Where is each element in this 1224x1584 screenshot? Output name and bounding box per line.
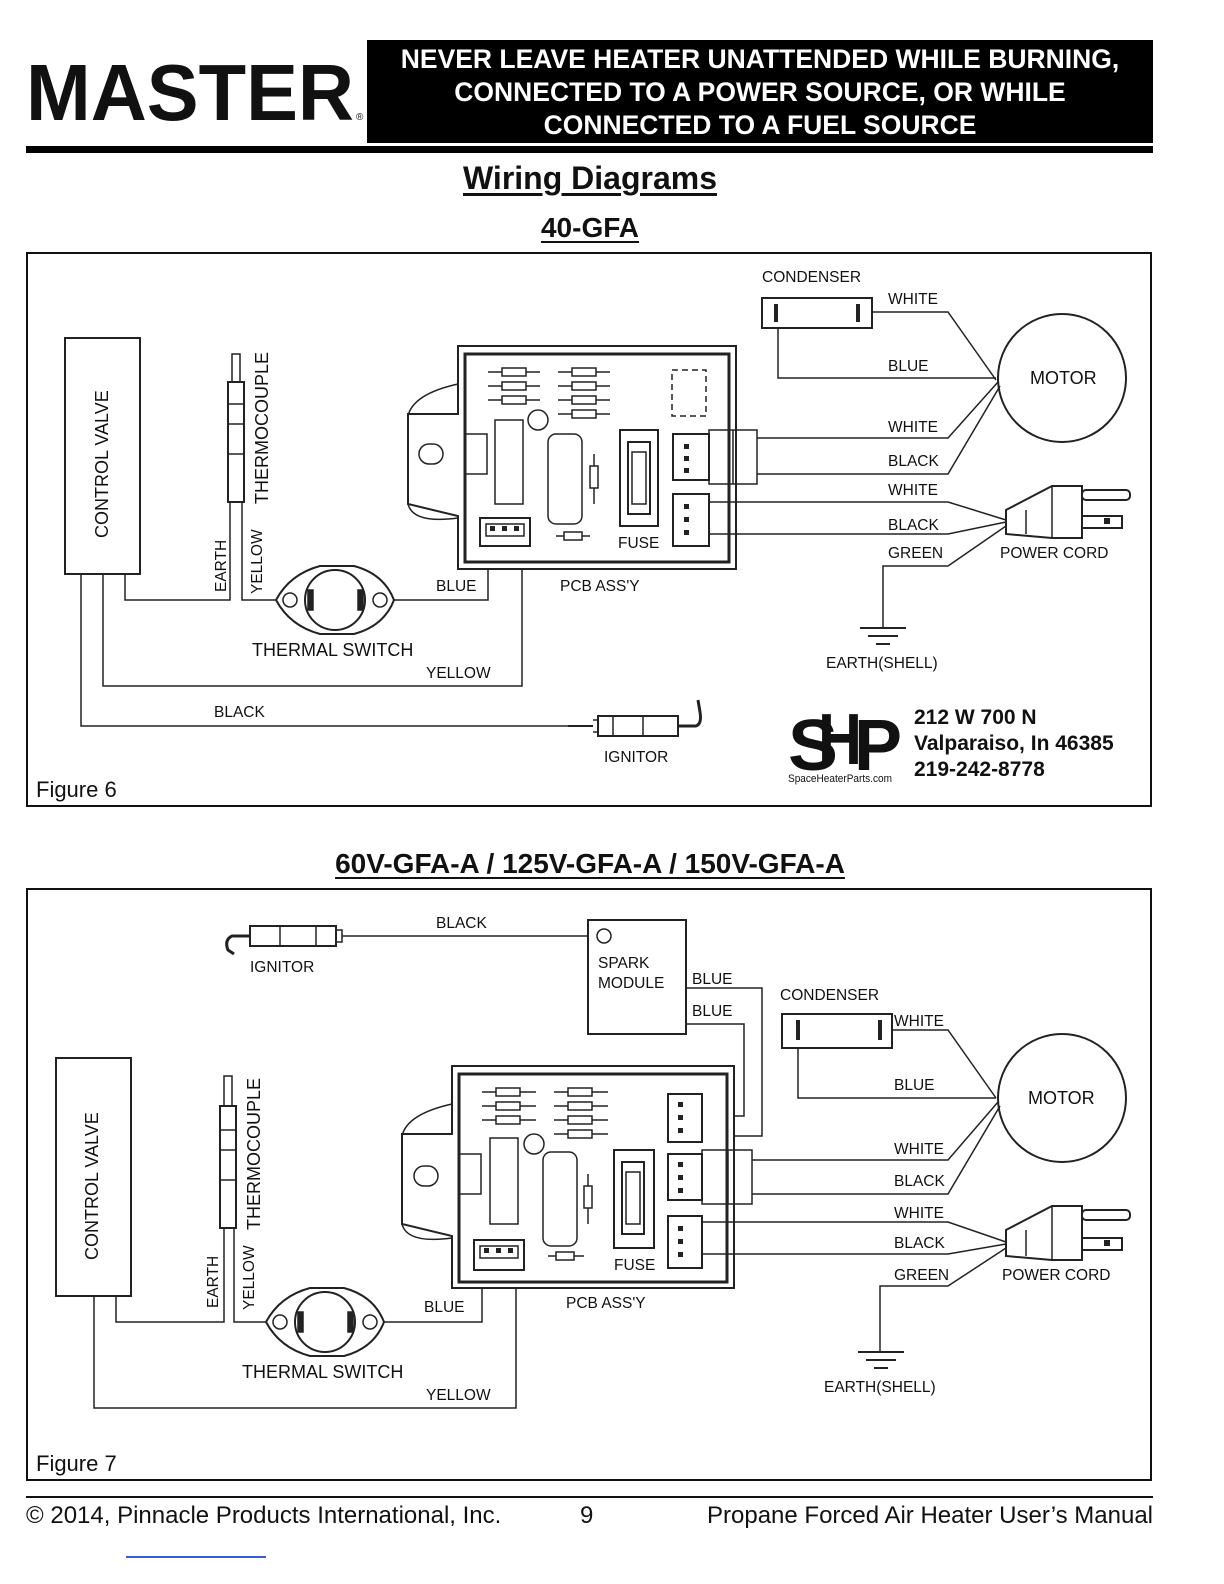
motor-white-label: WHITE — [894, 1141, 944, 1158]
spark-blue-label-1: BLUE — [692, 971, 733, 988]
motor-black-label: BLACK — [894, 1173, 945, 1190]
motor-label: MOTOR — [1030, 368, 1097, 388]
yellow-wire-label: YELLOW — [249, 529, 266, 594]
motor-white-label: WHITE — [888, 419, 938, 436]
master-logo: MASTER ® — [26, 58, 364, 132]
diagram1-heading: 40-GFA — [540, 212, 640, 243]
power-white-label: WHITE — [894, 1205, 944, 1222]
motor-black-label: BLACK — [888, 453, 939, 470]
copyright-text: © 2014, Pinnacle Products International,… — [26, 1502, 502, 1529]
power-green-label: GREEN — [888, 545, 943, 562]
figure-6-label: Figure 6 — [36, 777, 117, 802]
thermal-switch: THERMAL SWITCH — [242, 1287, 403, 1382]
black-wire-label: BLACK — [214, 704, 265, 721]
condenser: CONDENSER — [780, 987, 893, 1049]
earth-ground-symbol: EARTH(SHELL) — [826, 627, 938, 672]
header-rule — [26, 146, 1153, 153]
earth-wire-label: EARTH — [205, 1256, 222, 1308]
blue-wire-label: BLUE — [436, 578, 477, 595]
condenser-white-label: WHITE — [888, 291, 938, 308]
warning-line-2: CONNECTED TO A POWER SOURCE, OR WHILE — [454, 77, 1066, 107]
spark-module-label-2: MODULE — [598, 975, 664, 992]
motor-label: MOTOR — [1028, 1088, 1095, 1108]
ignitor-label: IGNITOR — [250, 959, 314, 976]
svg-text:H: H — [818, 700, 862, 780]
ignitor-black-label: BLACK — [436, 915, 487, 932]
pcb-label: PCB ASS'Y — [560, 578, 640, 595]
svg-text:S: S — [788, 706, 838, 786]
link-underline — [126, 1556, 266, 1558]
power-white-label: WHITE — [888, 482, 938, 499]
condenser-white-label: WHITE — [894, 1013, 944, 1030]
svg-text:P: P — [854, 706, 902, 786]
ignitor: IGNITOR — [568, 699, 702, 766]
earth-wire-label: EARTH — [213, 540, 230, 592]
condenser-blue-label: BLUE — [894, 1077, 935, 1094]
blue-wire-label: BLUE — [424, 1299, 465, 1316]
power-cord-label: POWER CORD — [1002, 1267, 1111, 1284]
fuse-label: FUSE — [618, 535, 659, 552]
thermal-switch-label: THERMAL SWITCH — [252, 640, 413, 660]
page-number: 9 — [580, 1502, 594, 1529]
motor: MOTOR — [997, 313, 1127, 443]
power-green-label: GREEN — [894, 1267, 949, 1284]
yellow-wire-label-2: YELLOW — [426, 665, 491, 682]
power-cord-plug: POWER CORD — [1002, 1205, 1131, 1284]
yellow-wire-label-2: YELLOW — [426, 1387, 491, 1404]
ignitor-label: IGNITOR — [604, 749, 668, 766]
diagram2-heading: 60V-GFA-A / 125V-GFA-A / 150V-GFA-A — [335, 848, 845, 879]
power-cord-label: POWER CORD — [1000, 545, 1109, 562]
vendor-address-line-2: Valparaiso, In 46385 — [914, 732, 1114, 755]
power-black-label: BLACK — [894, 1235, 945, 1252]
condenser-label: CONDENSER — [780, 987, 879, 1004]
earth-shell-label: EARTH(SHELL) — [826, 655, 938, 672]
warning-line-3: CONNECTED TO A FUEL SOURCE — [543, 110, 977, 140]
figure-7-label: Figure 7 — [36, 1451, 117, 1476]
manual-title: Propane Forced Air Heater User’s Manual — [707, 1502, 1153, 1529]
spark-module: SPARK MODULE — [587, 919, 687, 1035]
yellow-wire-label: YELLOW — [241, 1245, 258, 1310]
wiring-diagram-figure-7: IGNITOR BLACK SPARK MODULE BLUE BLUE CON… — [26, 888, 1152, 1481]
warning-line-1: NEVER LEAVE HEATER UNATTENDED WHILE BURN… — [400, 44, 1120, 74]
vendor-site: SpaceHeaterParts.com — [788, 773, 892, 785]
control-valve: CONTROL VALVE — [55, 1057, 132, 1297]
svg-text:MASTER: MASTER — [26, 58, 354, 132]
earth-ground-symbol: EARTH(SHELL) — [824, 1351, 936, 1396]
control-valve-label: CONTROL VALVE — [92, 390, 112, 538]
fuse-label: FUSE — [614, 1257, 655, 1274]
pcb-assembly: FUSE PCB ASS'Y — [407, 345, 758, 595]
control-valve: CONTROL VALVE — [64, 337, 141, 575]
pcb-label: PCB ASS'Y — [566, 1295, 646, 1312]
wiring-diagram-figure-6: CONTROL VALVE THERMOCOUPLE EARTH YELLOW … — [26, 252, 1152, 807]
thermocouple-label: THERMOCOUPLE — [244, 1078, 264, 1230]
footer-rule — [26, 1496, 1153, 1498]
safety-warning-banner: NEVER LEAVE HEATER UNATTENDED WHILE BURN… — [367, 40, 1153, 143]
vendor-phone: 219-242-8778 — [914, 758, 1045, 781]
vendor-address-line-1: 212 W 700 N — [914, 706, 1037, 729]
motor: MOTOR — [997, 1033, 1127, 1163]
ignitor: IGNITOR — [225, 925, 343, 976]
pcb-assembly: FUSE PCB ASS'Y — [401, 1065, 753, 1312]
condenser-label: CONDENSER — [762, 269, 861, 286]
condenser: CONDENSER — [761, 269, 873, 329]
condenser-blue-label: BLUE — [888, 358, 929, 375]
svg-text:®: ® — [356, 112, 364, 123]
thermocouple: THERMOCOUPLE — [227, 352, 272, 504]
power-cord-plug: POWER CORD — [1000, 485, 1131, 562]
page-title: Wiring Diagrams — [463, 160, 717, 196]
earth-shell-label: EARTH(SHELL) — [824, 1379, 936, 1396]
control-valve-label: CONTROL VALVE — [82, 1112, 102, 1260]
vendor-shp-logo: S H P SpaceHeaterParts.com — [788, 700, 902, 786]
thermal-switch: THERMAL SWITCH — [252, 565, 413, 660]
spark-module-label-1: SPARK — [598, 955, 650, 972]
thermal-switch-label: THERMAL SWITCH — [242, 1362, 403, 1382]
power-black-label: BLACK — [888, 517, 939, 534]
thermocouple: THERMOCOUPLE — [219, 1075, 264, 1230]
spark-blue-label-2: BLUE — [692, 1003, 733, 1020]
thermocouple-label: THERMOCOUPLE — [252, 352, 272, 504]
